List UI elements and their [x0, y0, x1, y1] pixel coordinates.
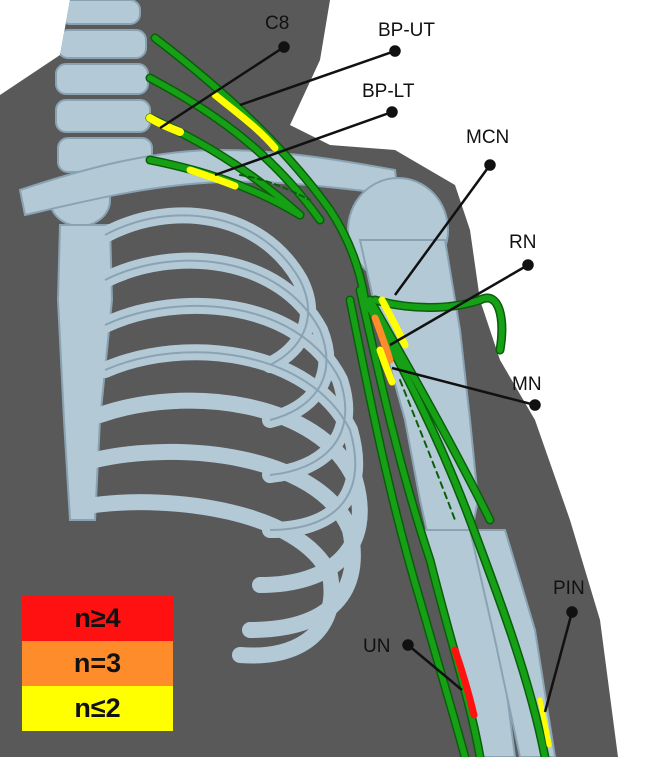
label-bp-ut: BP-UT — [378, 20, 435, 41]
axillary-branch — [372, 295, 505, 353]
nerve-root-c5 — [152, 35, 368, 303]
sternum — [56, 224, 114, 521]
hidden-radial-segment — [399, 379, 456, 521]
leader-lines — [159, 41, 578, 713]
nerves — [145, 33, 552, 757]
rib-outlines — [104, 214, 357, 531]
lesion-bp-ut — [211, 91, 279, 152]
lesion-mn — [376, 346, 396, 386]
lesion-un — [451, 646, 478, 719]
label-un: UN — [363, 636, 390, 657]
label-rn: RN — [509, 232, 536, 253]
lesion-bp-lt — [186, 166, 239, 190]
label-mcn: MCN — [466, 127, 509, 148]
legend-row-n-le-2: n≤2 — [22, 686, 173, 731]
lesion-rn — [371, 314, 394, 364]
legend-row-n-eq-3: n=3 — [22, 641, 173, 686]
label-mn: MN — [512, 374, 542, 395]
hidden-plexus-segment — [239, 174, 311, 201]
radial-nerve — [362, 297, 548, 757]
label-c8: C8 — [265, 13, 289, 34]
severity-legend: n≥4 n=3 n≤2 — [22, 596, 173, 731]
lesion-pin — [537, 697, 552, 748]
label-bp-lt: BP-LT — [362, 81, 415, 102]
label-pin: PIN — [553, 578, 585, 599]
legend-row-n-ge-4: n≥4 — [22, 596, 173, 641]
lesion-mcn — [378, 296, 409, 349]
median-nerve — [347, 297, 468, 757]
musculocutaneous-nerve — [367, 297, 493, 523]
